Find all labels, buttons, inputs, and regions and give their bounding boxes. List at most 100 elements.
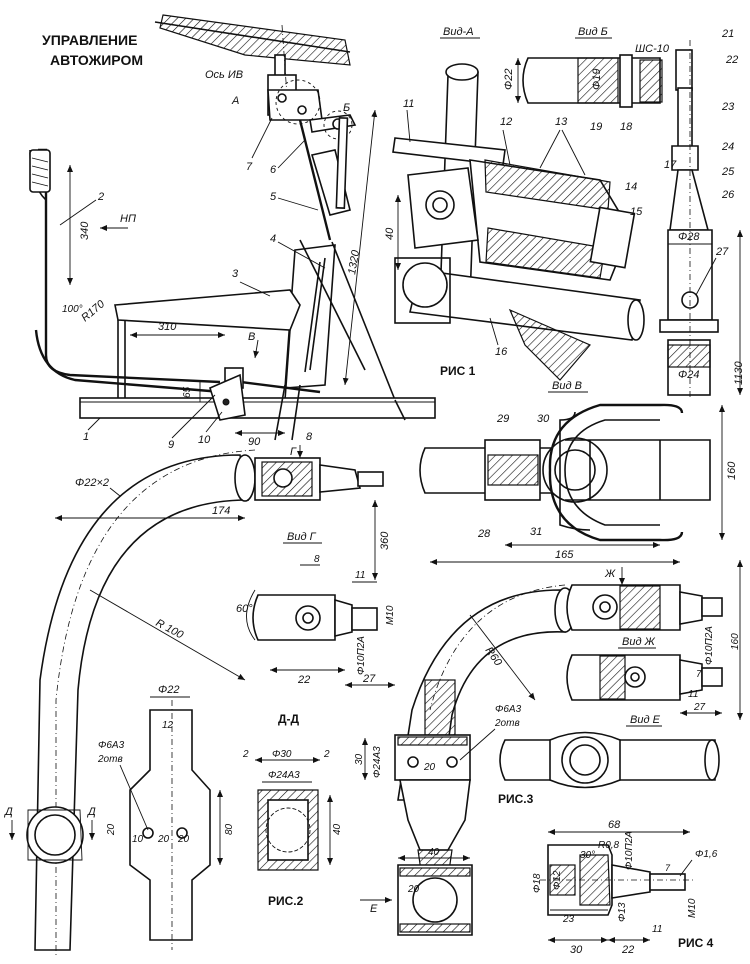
title-line-1: УПРАВЛЕНИЕ: [42, 32, 137, 48]
dim-phi10p2a-fig4: Φ10П2А: [624, 831, 635, 870]
view-a-title: Вид-А: [443, 26, 474, 38]
dim-340: 340: [79, 221, 91, 240]
label-e-arrow: Е: [370, 903, 378, 915]
label-d-right: Д: [86, 806, 96, 818]
dim-12-fig2: 12: [162, 720, 174, 731]
dim-phi30: Φ30: [272, 749, 292, 760]
view-dd-title: Д-Д: [278, 712, 300, 726]
dim-phi16: Φ1,6: [695, 849, 718, 860]
label-v-arrow: В: [248, 331, 255, 343]
dim-80-fig2: 80: [224, 823, 235, 835]
label-axis: Ось ИВ: [205, 69, 243, 81]
callout-7: 7: [246, 161, 253, 173]
dim-174: 174: [212, 505, 230, 517]
dim-1130: 1130: [733, 360, 745, 385]
dim-8: 8: [314, 554, 320, 565]
dim-phi10p2a-g: Φ10П2А: [356, 636, 367, 675]
view-g: Вид Г 8 60° 11 M10 Φ10П2А 22 27: [236, 531, 396, 688]
dim-27-g: 27: [362, 673, 376, 685]
dim-phi24-b: Φ24: [678, 369, 699, 381]
view-v: Вид В 160 165 29 30 28 31: [419, 380, 738, 561]
dim-40-e: 40: [428, 847, 440, 858]
callout-3: 3: [232, 268, 239, 280]
callout-14: 14: [625, 181, 637, 193]
label-b: Б: [343, 102, 350, 114]
dim-phi22x2: Φ22×2: [75, 477, 109, 489]
dim-r170: R170: [79, 298, 108, 325]
dim-11-fig4: 11: [652, 924, 662, 935]
label-d-left: Д: [3, 806, 13, 818]
dim-40-dd: 40: [332, 823, 343, 835]
callout-22: 22: [725, 54, 738, 66]
dim-11-g: 11: [355, 570, 365, 581]
label-zh: Ж: [604, 568, 616, 580]
callout-17: 17: [664, 159, 677, 171]
dim-2otv-fig3: 2отв: [494, 718, 520, 729]
dim-20-fig2-b: 20: [177, 834, 190, 845]
callout-8: 8: [306, 431, 313, 443]
dim-68: 68: [608, 819, 621, 831]
callout-5: 5: [270, 191, 277, 203]
dim-40-a: 40: [384, 227, 396, 240]
callout-16: 16: [495, 346, 508, 358]
fig2-details: Φ22 12 Φ6А3 2отв 10 20 20 20 80 Д-Д 2 2 …: [97, 684, 343, 950]
fig3-bent-tube: R60 Φ6А3 2отв 30 Φ24А3 20 40 20 Е: [354, 559, 680, 936]
view-zh: Ж 160 Φ10П2А Вид Ж 7 11 27 Вид Е РИС.3: [498, 560, 743, 806]
dim-20-fig2-c: 20: [106, 823, 117, 836]
label-a: А: [231, 95, 239, 107]
keel-tube: [79, 397, 436, 419]
title-block: УПРАВЛЕНИЕ АВТОЖИРОМ: [42, 32, 143, 68]
dim-phi13: Φ13: [617, 902, 628, 922]
dim-7-zh: 7: [696, 669, 702, 680]
callout-18: 18: [620, 121, 633, 133]
callout-31: 31: [530, 526, 542, 538]
dim-m10-g: M10: [385, 605, 396, 625]
fig2-bent-tube: 174 Φ22×2 360 R 100 Г Д Д: [3, 445, 391, 955]
dim-22-fig4: 22: [621, 944, 634, 956]
dim-phi24a3-fig3: Φ24А3: [372, 746, 383, 778]
callout-11: 11: [403, 98, 414, 110]
dim-20-e: 20: [407, 884, 420, 895]
dim-7-fig4: 7: [665, 863, 671, 873]
dim-phi6a3-fig3: Φ6А3: [495, 704, 522, 715]
callout-23: 23: [721, 101, 735, 113]
dim-phi24a3: Φ24А3: [268, 770, 300, 781]
dim-23: 23: [562, 914, 575, 925]
label-g: Г: [290, 446, 297, 458]
callout-29: 29: [496, 413, 509, 425]
main-assembly-view: 340 1320 310 R170 100° 65 90 НП В Ось ИВ…: [29, 14, 436, 451]
callout-24: 24: [721, 141, 734, 153]
dim-360: 360: [379, 531, 391, 550]
view-g-title: Вид Г: [287, 531, 317, 543]
callout-30: 30: [537, 413, 550, 425]
fig4-pin: 68 30° R0,8 Φ10П2А Φ1,6 7 Φ18 Φ12 23 Φ13…: [532, 819, 718, 956]
dim-10-fig2: 10: [132, 834, 144, 845]
callout-21: 21: [721, 28, 734, 40]
callout-15: 15: [630, 206, 643, 218]
dim-phi18: Φ18: [532, 873, 543, 893]
view-zh-title: Вид Ж: [622, 636, 656, 648]
callout-25: 25: [721, 166, 735, 178]
seat-pan: [114, 289, 301, 331]
view-a-fig1: Вид-А 40 11 12 13 14 15: [384, 26, 645, 381]
dim-2otv-fig2: 2отв: [97, 754, 123, 765]
control-head-plate: [267, 89, 323, 121]
dim-30-fig3: 30: [354, 753, 365, 765]
label-np: НП: [120, 213, 136, 225]
dim-310: 310: [158, 321, 177, 333]
dim-165: 165: [555, 549, 574, 561]
dim-160-fig3: 160: [730, 633, 741, 650]
dim-160: 160: [726, 461, 738, 480]
dim-phi22-fig2: Φ22: [158, 684, 179, 696]
fig1-label: РИС 1: [440, 364, 476, 378]
callout-13: 13: [555, 116, 568, 128]
view-b-title: Вид Б: [578, 26, 608, 38]
callout-2: 2: [97, 191, 104, 203]
dim-phi22-b: Φ22: [503, 69, 515, 90]
label-shs10: ШС-10: [635, 43, 670, 55]
callout-26: 26: [721, 189, 735, 201]
dim-2-b: 2: [323, 749, 330, 760]
dim-phi10p2a-zh: Φ10П2А: [704, 626, 715, 665]
dim-22-g: 22: [297, 674, 310, 686]
